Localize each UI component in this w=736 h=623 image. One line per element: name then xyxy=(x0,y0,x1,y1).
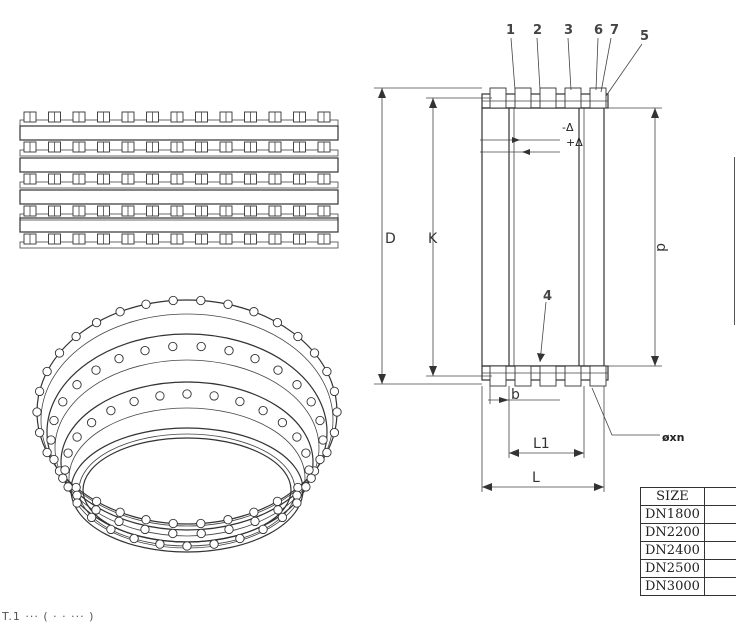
dim-label-delta-plus: +Δ xyxy=(566,136,583,149)
callout-1: 1 xyxy=(506,23,515,38)
coupling-isometric-view xyxy=(33,296,341,552)
dim-label-L1: L1 xyxy=(533,436,550,452)
figure-caption: T.1 ··· ( · · ··· ) xyxy=(2,610,94,623)
dim-label-d: d xyxy=(653,243,669,252)
size-cell: DN3000 xyxy=(641,578,705,596)
size-table: SIZE DN1800 DN2200 DN2400 DN2500 DN3000 xyxy=(640,487,736,596)
dim-label-L: L xyxy=(532,470,540,486)
callout-6: 6 xyxy=(594,23,603,38)
callout-7: 7 xyxy=(610,23,619,38)
callout-5: 5 xyxy=(640,29,649,44)
callout-3: 3 xyxy=(564,23,573,38)
size-table-header: SIZE xyxy=(641,488,705,506)
callout-4: 4 xyxy=(543,289,552,304)
size-cell: DN1800 xyxy=(641,506,705,524)
table-row: DN2500 xyxy=(641,560,736,578)
dim-label-delta-minus: -Δ xyxy=(562,121,574,134)
dim-label-b: b xyxy=(511,387,520,403)
coupling-side-view xyxy=(20,112,338,248)
dim-label-K: K xyxy=(428,231,438,247)
size-cell: DN2200 xyxy=(641,524,705,542)
dim-label-bolt-holes: øxn xyxy=(662,431,684,444)
table-row: DN3000 xyxy=(641,578,736,596)
table-row: DN2400 xyxy=(641,542,736,560)
dim-label-D: D xyxy=(385,231,396,247)
table-row: DN1800 xyxy=(641,506,736,524)
size-cell: DN2400 xyxy=(641,542,705,560)
table-row: DN2200 xyxy=(641,524,736,542)
size-table-header-row: SIZE xyxy=(641,488,736,506)
size-cell: DN2500 xyxy=(641,560,705,578)
coupling-section-view: D K d -Δ +Δ b L1 xyxy=(374,23,684,492)
callout-2: 2 xyxy=(533,23,542,38)
